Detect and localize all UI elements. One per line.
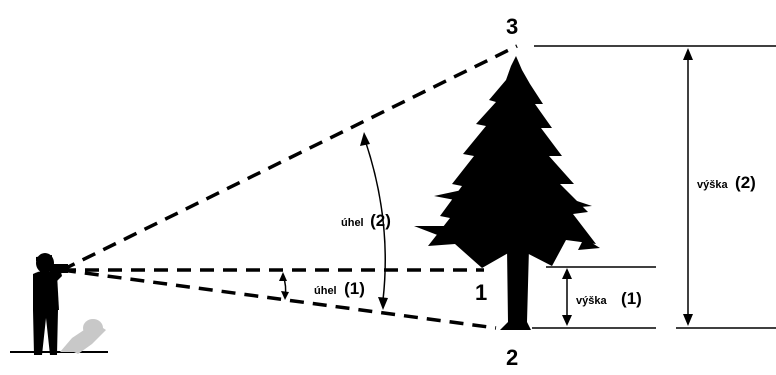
point-label-eye-level: 1 <box>475 280 487 305</box>
angle1-word: úhel <box>314 285 337 297</box>
point-label-base: 2 <box>506 345 518 370</box>
height1-label: výška (1) <box>576 289 642 308</box>
sight-lines <box>61 44 518 330</box>
height1-arrow <box>562 268 572 326</box>
tree-silhouette <box>414 56 600 330</box>
angle1-index: (1) <box>344 279 365 298</box>
angle1-arrow <box>279 272 289 300</box>
sight-line-to-top <box>61 44 518 272</box>
observer-silhouette <box>33 253 68 355</box>
point-label-top: 3 <box>506 14 518 39</box>
angle2-arrow <box>360 132 388 310</box>
reference-lines <box>532 45 776 329</box>
height1-word: výška <box>576 295 607 307</box>
angle2-index: (2) <box>370 211 391 230</box>
height2-index: (2) <box>735 173 756 192</box>
angle2-word: úhel <box>341 217 364 229</box>
sight-line-to-base <box>61 268 497 330</box>
height2-arrow <box>683 48 693 326</box>
height1-index: (1) <box>621 289 642 308</box>
angle2-label: úhel (2) <box>341 211 391 230</box>
observer-shadow <box>60 319 106 354</box>
height2-label: výška (2) <box>697 173 756 192</box>
height2-word: výška <box>697 179 728 191</box>
angle1-label: úhel (1) <box>314 279 365 298</box>
